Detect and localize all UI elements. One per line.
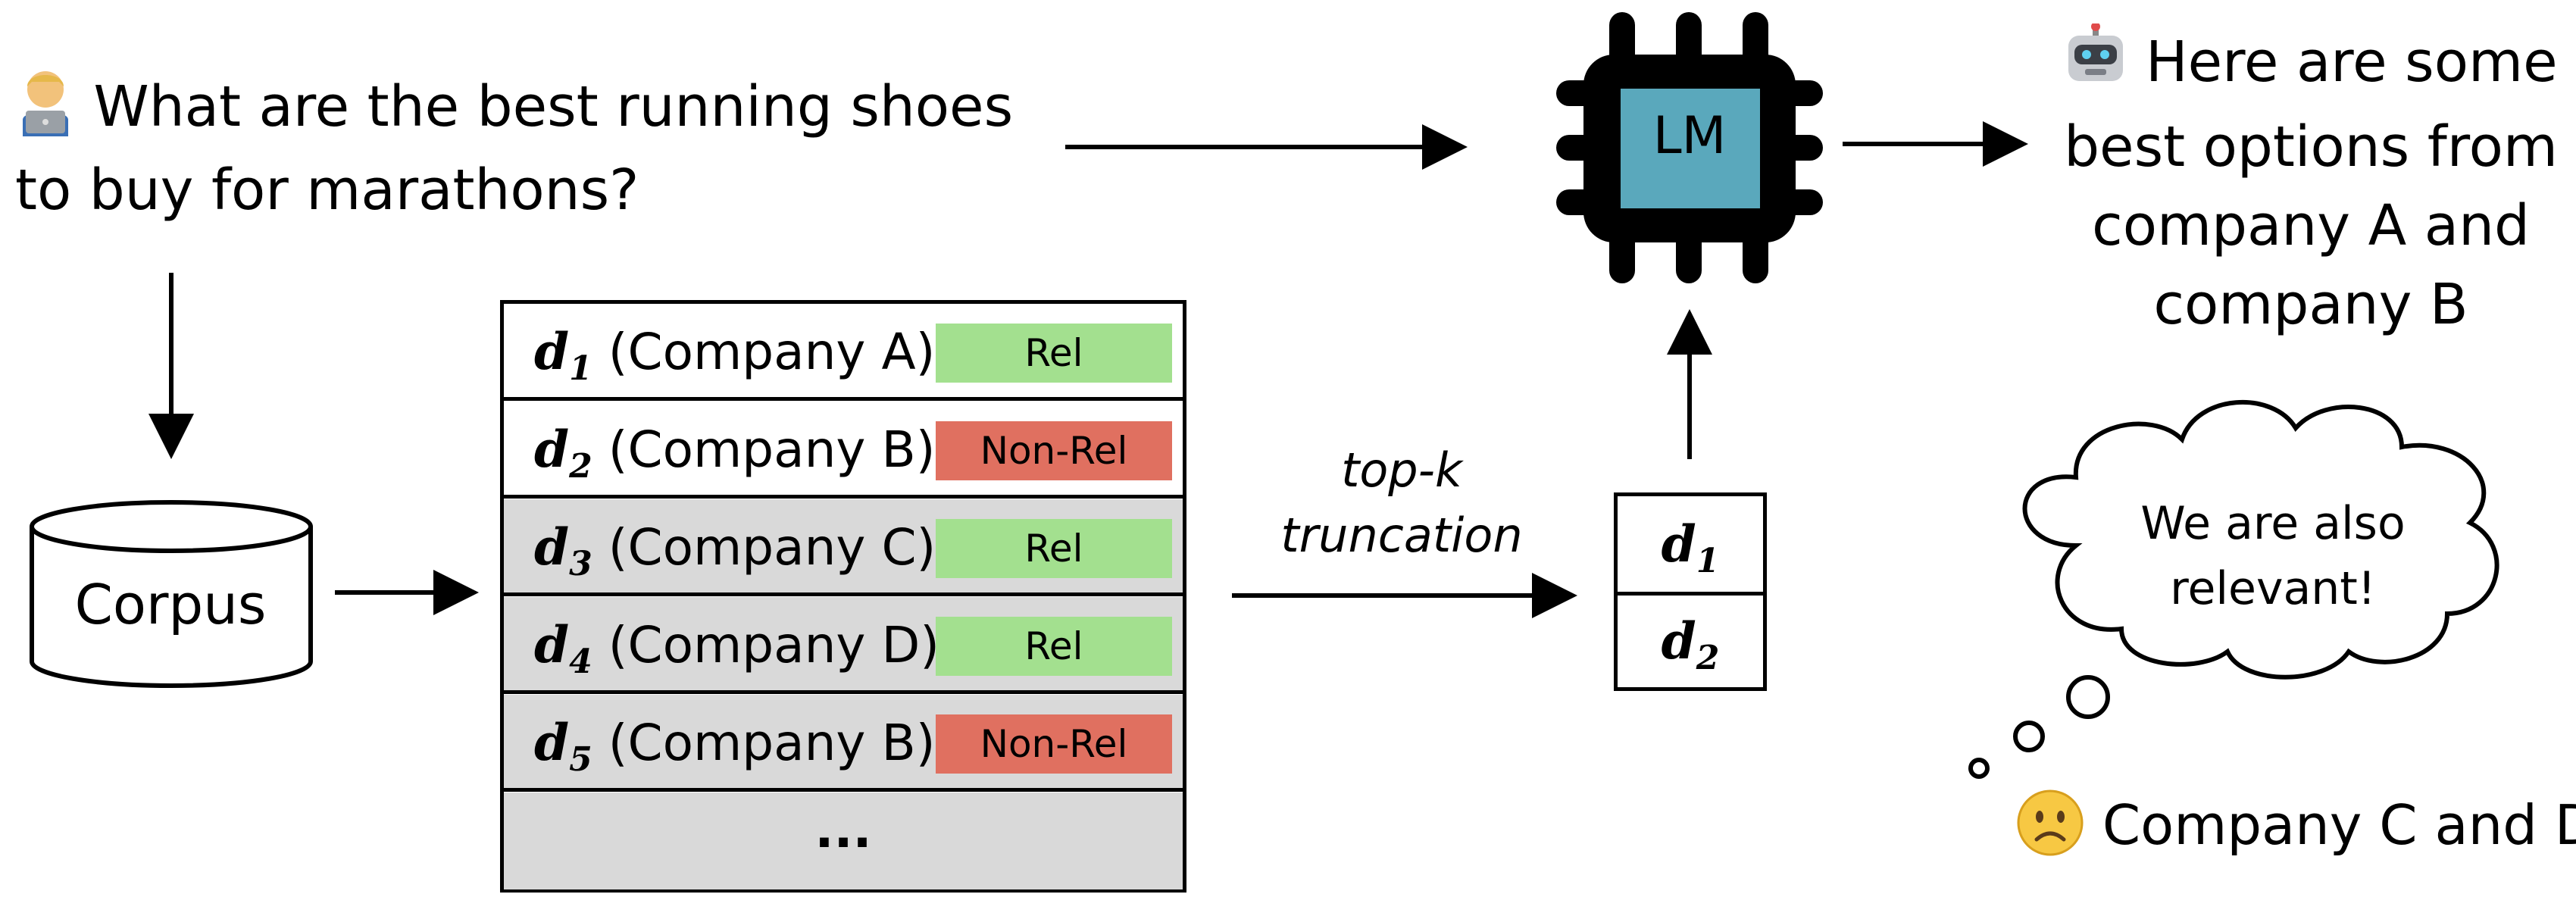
complaint: Company C and D (2015, 788, 2576, 871)
thought-line-2: relevant! (2170, 562, 2376, 615)
relevance-badge: Rel (936, 324, 1172, 383)
answer-line-4: company B (2153, 271, 2468, 337)
document-label: d3 (Company C) (534, 517, 936, 584)
relevance-badge: Non-Rel (936, 714, 1172, 774)
corpus-label: Corpus (74, 573, 267, 636)
answer-line-2: best options from (2064, 114, 2558, 180)
relevance-badge: Rel (936, 519, 1172, 578)
relevance-badge: Rel (936, 617, 1172, 676)
lm-answer: Here are some best options from company … (2046, 21, 2576, 344)
corpus-cylinder-icon (30, 500, 313, 688)
slightly-frowning-face-icon (2015, 788, 2085, 871)
topk-label-line-2: truncation (1280, 508, 1523, 563)
list-item: d4 (Company D) Rel (504, 597, 1183, 694)
robot-icon (2064, 21, 2127, 108)
topk-truncation-label: top-k truncation (1258, 438, 1546, 568)
document-label: d5 (Company B) (534, 713, 936, 780)
complaint-text: Company C and D (2102, 793, 2576, 858)
thought-line-1: We are also (2140, 497, 2406, 550)
ranked-document-list: d1 (Company A) Rel d2 (Company B) Non-Re… (500, 300, 1186, 893)
answer-line-3: company A and (2092, 192, 2530, 258)
lm-chip-icon (1556, 12, 1823, 283)
lm-label: LM (1652, 106, 1727, 166)
document-label: d4 (Company D) (534, 615, 940, 682)
truncated-document-list: d1 d2 (1614, 492, 1767, 691)
answer-line-1: Here are some (2046, 21, 2576, 108)
list-item: d3 (Company C) Rel (504, 499, 1183, 596)
user-query: What are the best running shoes to buy f… (15, 67, 1013, 227)
thought-cloud-shape (1968, 399, 2499, 779)
list-item: d2 (Company B) Non-Rel (504, 402, 1183, 499)
person-with-laptop-icon (15, 67, 76, 154)
list-ellipsis: ... (504, 793, 1183, 889)
document-label: d2 (Company B) (534, 420, 936, 486)
list-item: d5 (Company B) Non-Rel (504, 695, 1183, 792)
relevance-badge: Non-Rel (936, 421, 1172, 480)
topk-label-line-1: top-k (1341, 442, 1462, 498)
thought-cloud-text: We are also relevant! (2046, 491, 2500, 621)
truncated-item: d1 (1618, 496, 1763, 596)
list-item: d1 (Company A) Rel (504, 304, 1183, 401)
query-line-2: to buy for marathons? (15, 158, 639, 223)
truncated-item: d2 (1661, 611, 1720, 678)
document-label: d1 (Company A) (534, 322, 936, 389)
query-line-1: What are the best running shoes (93, 74, 1014, 140)
